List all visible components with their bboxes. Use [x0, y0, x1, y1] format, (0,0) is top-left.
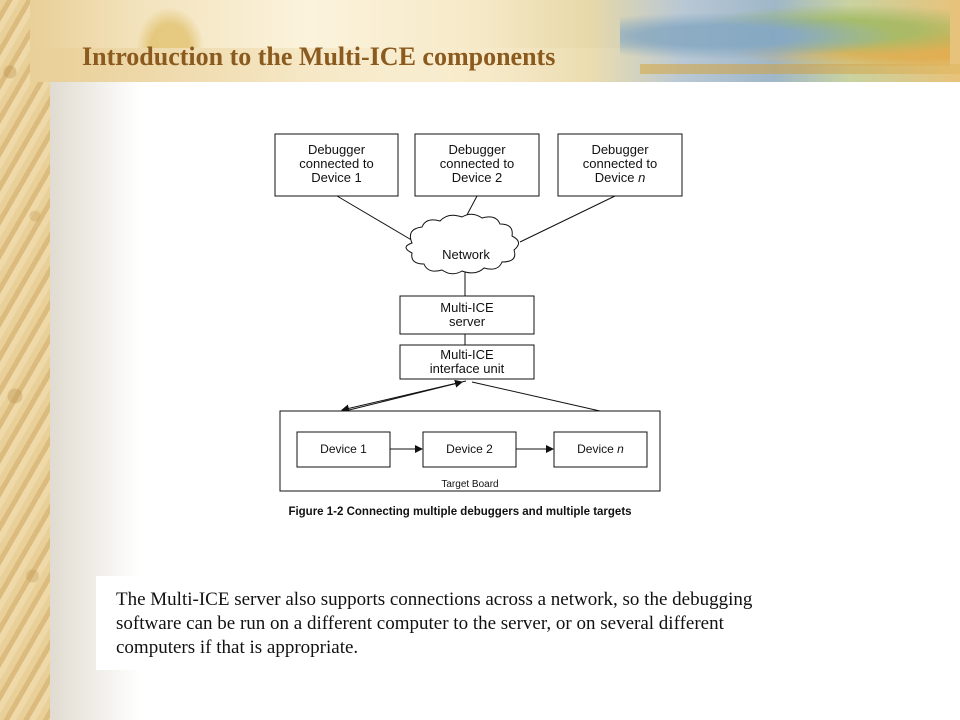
target-board-label: Target Board — [441, 479, 498, 490]
chain-arrow-to-device1 — [341, 380, 467, 413]
debugger-1-line1: Debugger — [308, 142, 366, 157]
debugger-2-line2: connected to — [440, 156, 514, 171]
slide-title: Introduction to the Multi-ICE components — [82, 42, 556, 71]
debugger-n-line2: connected to — [583, 156, 657, 171]
device-1-label: Device 1 — [320, 442, 367, 456]
debugger-2-line3: Device 2 — [452, 170, 503, 185]
server-line2: server — [449, 314, 486, 329]
debugger-n-line1: Debugger — [591, 142, 649, 157]
multi-ice-server-box: Multi-ICE server — [399, 295, 535, 335]
description-line-1: The Multi-ICE server also supports conne… — [116, 589, 753, 610]
chain-line-from-devicen — [471, 381, 601, 412]
device-box-2: Device 2 — [422, 431, 517, 468]
link-debuggern-network — [519, 195, 616, 243]
description-line-3: computers if that is appropriate. — [116, 637, 359, 658]
network-label: Network — [442, 247, 490, 262]
description-line-2: software can be run on a different compu… — [116, 613, 724, 634]
floral-decoration — [620, 6, 950, 66]
debugger-1-line3: Device 1 — [311, 170, 362, 185]
multi-ice-interface-unit-box: Multi-ICE interface unit — [399, 344, 535, 380]
debugger-n-line3: Device n — [595, 170, 646, 185]
interface-line2: interface unit — [430, 361, 505, 376]
left-decorative-strip — [0, 0, 50, 720]
multi-ice-diagram: Debugger connected to Device 1 Debugger … — [274, 133, 683, 492]
golden-rule — [640, 64, 960, 74]
debugger-1-line2: connected to — [299, 156, 373, 171]
debugger-2-line1: Debugger — [448, 142, 506, 157]
figure-caption: Figure 1-2 Connecting multiple debuggers… — [288, 506, 632, 518]
device-box-n: Device n — [553, 431, 648, 468]
debugger-box-1: Debugger connected to Device 1 — [274, 133, 399, 197]
interface-line1: Multi-ICE — [440, 347, 494, 362]
description-box: The Multi-ICE server also supports conne… — [96, 576, 812, 670]
device-box-1: Device 1 — [296, 431, 391, 468]
description-text: The Multi-ICE server also supports conne… — [116, 588, 806, 660]
leaf-decoration — [130, 0, 210, 48]
link-debugger1-network — [336, 195, 421, 246]
debugger-box-n: Debugger connected to Device n — [557, 133, 683, 197]
debugger-box-2: Debugger connected to Device 2 — [414, 133, 540, 197]
network-cloud: Network — [405, 213, 519, 275]
figure: Debugger connected to Device 1 Debugger … — [190, 118, 730, 538]
device-n-label: Device n — [577, 442, 624, 456]
device-2-label: Device 2 — [446, 442, 493, 456]
server-line1: Multi-ICE — [440, 300, 494, 315]
